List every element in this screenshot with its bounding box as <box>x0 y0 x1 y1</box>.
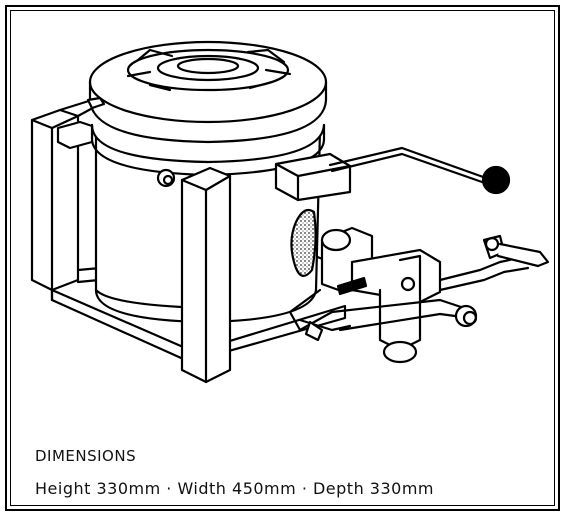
outer-frame <box>5 5 560 511</box>
bolt-left-inner <box>162 174 174 186</box>
right-bracket <box>274 152 352 202</box>
lever-handle <box>328 146 488 184</box>
gas-pipe <box>288 226 530 364</box>
inner-frame <box>10 10 555 506</box>
left-bracket <box>56 96 106 150</box>
pot-lid <box>88 40 328 144</box>
frame-front-post <box>180 166 232 384</box>
lever-knob <box>481 165 511 195</box>
sight-window <box>290 208 317 277</box>
tap-handle <box>482 234 550 268</box>
dimensions-title: DIMENSIONS <box>35 447 137 465</box>
burner-accent <box>336 276 368 296</box>
bolt-left <box>156 168 176 188</box>
dimensions-values: Height 330mm · Width 450mm · Depth 330mm <box>35 479 435 498</box>
